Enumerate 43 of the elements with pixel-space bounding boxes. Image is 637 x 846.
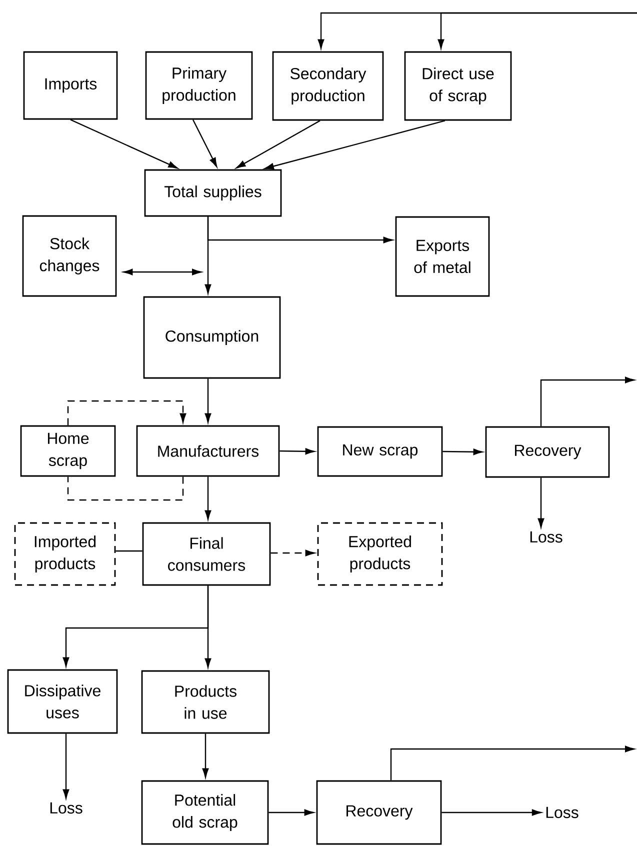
process-box: Recovery bbox=[316, 780, 442, 845]
process-box: Exports of metal bbox=[395, 216, 490, 297]
arrow bbox=[204, 586, 212, 668]
process-box: Stock changes bbox=[22, 215, 117, 297]
arrow bbox=[442, 809, 542, 816]
arrow bbox=[236, 120, 320, 168]
process-box: Dissipative uses bbox=[7, 669, 118, 734]
process-box: Manufacturers bbox=[136, 425, 280, 477]
arrow bbox=[538, 478, 544, 528]
process-box: Imports bbox=[23, 51, 118, 120]
process-box: Potential old scrap bbox=[141, 780, 269, 845]
process-box: Direct use of scrap bbox=[404, 51, 512, 121]
arrow bbox=[62, 734, 70, 799]
arrow bbox=[192, 119, 218, 168]
arrow bbox=[438, 12, 637, 49]
arrow bbox=[280, 448, 315, 455]
loss-label: Loss bbox=[530, 531, 562, 543]
process-box: Recovery bbox=[485, 426, 610, 478]
process-box: Total supplies bbox=[144, 169, 282, 217]
loss-label: Loss bbox=[546, 806, 578, 818]
arrow bbox=[207, 216, 393, 244]
process-box: Primary production bbox=[145, 51, 253, 120]
process-box: Secondary production bbox=[272, 51, 384, 121]
process-box: Consumption bbox=[143, 296, 281, 379]
arrow bbox=[268, 809, 314, 816]
arrow bbox=[70, 119, 178, 169]
arrow bbox=[270, 550, 315, 556]
process-box: Home scrap bbox=[20, 425, 116, 477]
arrow bbox=[67, 400, 186, 426]
arrow bbox=[204, 378, 212, 423]
arrow bbox=[264, 120, 446, 170]
arrow bbox=[390, 746, 634, 780]
process-box: Exported products bbox=[317, 522, 443, 586]
loss-label: Loss bbox=[50, 802, 82, 814]
arrow bbox=[202, 734, 209, 778]
process-box: Final consumers bbox=[142, 522, 271, 586]
process-box: Imported products bbox=[14, 522, 116, 586]
process-box: New scrap bbox=[317, 426, 443, 477]
arrow bbox=[540, 376, 634, 426]
arrow bbox=[204, 476, 212, 520]
process-box: Products in use bbox=[141, 670, 270, 734]
arrow bbox=[123, 268, 202, 276]
arrow bbox=[442, 448, 483, 456]
